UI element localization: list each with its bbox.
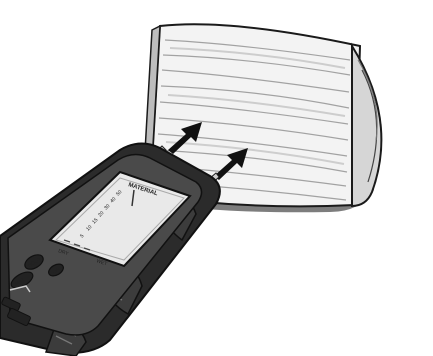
moisture-meter: 50 40 30 20 15 10 5 MATERIAL DRY WET HOL… [0,143,220,356]
